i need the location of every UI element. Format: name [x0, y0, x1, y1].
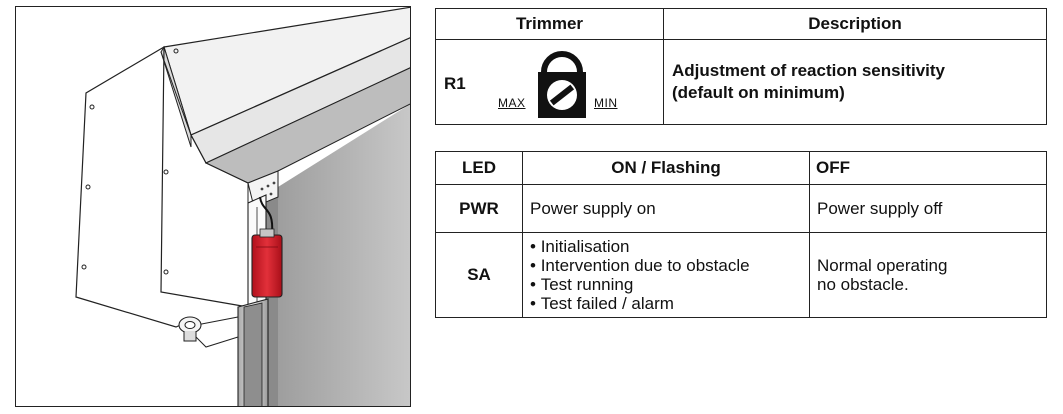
description-line: Adjustment of reaction sensitivity: [672, 61, 945, 80]
on-state-list: Initialisation Intervention due to obsta…: [530, 237, 809, 313]
door-installation-illustration: [15, 6, 411, 407]
max-label: MAX: [498, 96, 526, 110]
trimmer-row: R1 MAX MIN Adjustment of reaction sensit…: [435, 39, 1047, 125]
on-state-list-cell: Initialisation Intervention due to obsta…: [522, 232, 810, 318]
list-item: Test running: [530, 275, 809, 294]
off-state-cell: Normal operating no obstacle.: [809, 232, 1047, 318]
trimmer-header: Trimmer: [435, 8, 664, 40]
table-row: PWR Power supply on Power supply off: [435, 184, 1047, 233]
trimmer-potentiometer-icon: [538, 51, 586, 118]
description-header: Description: [663, 8, 1047, 40]
list-item: Initialisation: [530, 237, 809, 256]
on-flashing-header: ON / Flashing: [522, 151, 810, 185]
list-item: Intervention due to obstacle: [530, 256, 809, 275]
led-header: LED: [435, 151, 523, 185]
table-row: SA Initialisation Intervention due to ob…: [435, 232, 1047, 318]
off-state-text: Power supply off: [809, 184, 1047, 233]
off-state-text: Normal operating: [817, 256, 948, 275]
trimmer-id: R1: [444, 74, 466, 93]
trimmer-description: Adjustment of reaction sensitivity (defa…: [663, 39, 1047, 125]
led-table: LED ON / Flashing OFF PWR Power supply o…: [435, 151, 1047, 318]
list-item: Test failed / alarm: [530, 294, 809, 313]
on-state-text: Power supply on: [522, 184, 810, 233]
trimmer-table: Trimmer Description R1 MAX MIN Adjustmen…: [435, 8, 1047, 125]
off-header: OFF: [809, 151, 1047, 185]
description-line: (default on minimum): [672, 83, 845, 102]
led-name: PWR: [435, 184, 523, 233]
off-state-text: no obstacle.: [817, 275, 909, 294]
trimmer-cell: R1 MAX MIN: [435, 39, 664, 125]
min-label: MIN: [594, 96, 618, 110]
led-name: SA: [435, 232, 523, 318]
